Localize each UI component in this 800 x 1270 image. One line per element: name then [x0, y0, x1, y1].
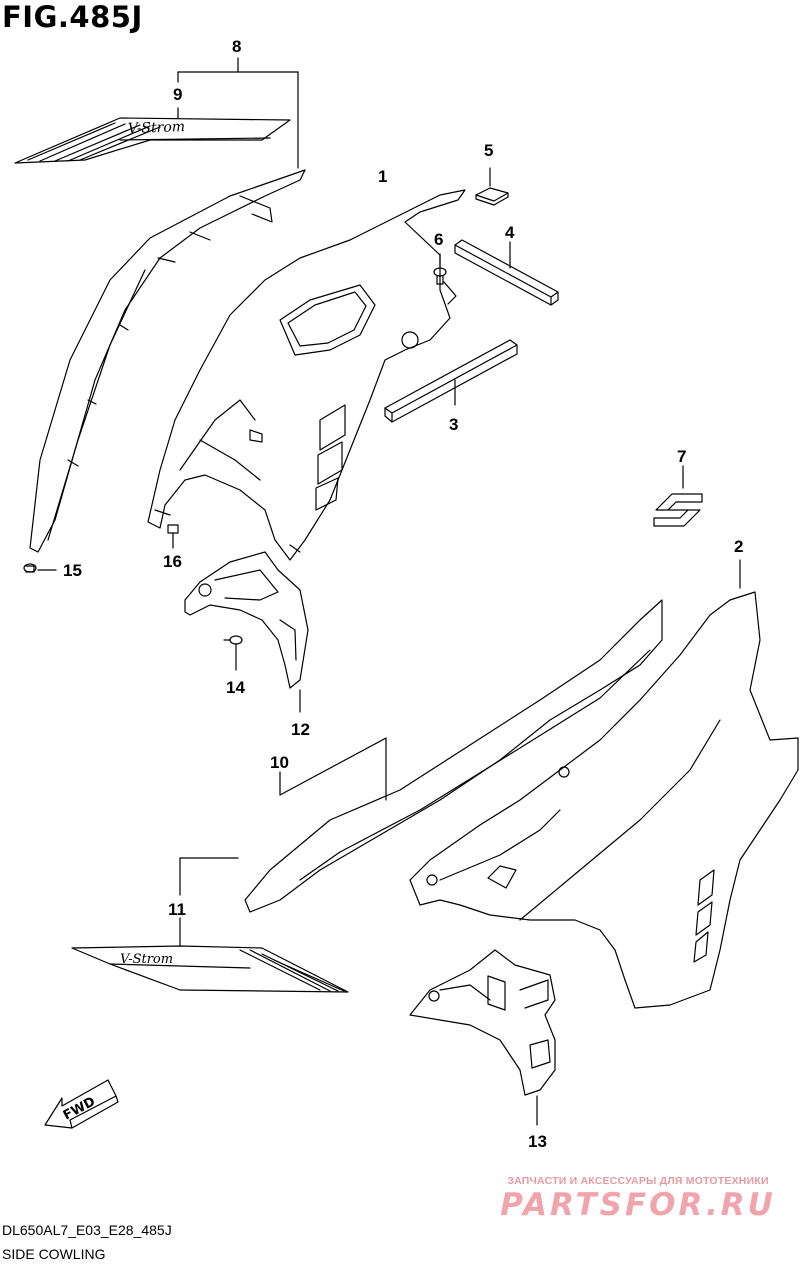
part-15-bolt [23, 563, 57, 573]
callout-4: 4 [505, 223, 515, 242]
callout-14: 14 [226, 678, 245, 697]
decal-text-upper: V-Strom [128, 119, 186, 137]
part-4-strip [454, 239, 559, 306]
part-11-decal-lower [71, 857, 349, 993]
part-9-decal-upper [14, 117, 291, 164]
watermark-brand: PARTSFOR.RU [500, 1187, 776, 1223]
part-6-screw [433, 253, 457, 305]
leader-8-9 [177, 57, 299, 169]
part-2-side-panel [409, 559, 799, 1009]
part-13-bracket [409, 949, 556, 1126]
fwd-arrow-icon [44, 1079, 119, 1129]
callout-11: 11 [168, 900, 186, 919]
callout-1: 1 [378, 167, 387, 186]
figure-caption: SIDE COWLING [2, 1246, 106, 1262]
watermark-tagline: ЗАПЧАСТИ И АКСЕССУАРЫ ДЛЯ МОТОТЕХНИКИ [507, 1175, 769, 1187]
part-16-clip [167, 524, 179, 549]
part-12-bracket [184, 551, 309, 713]
callout-16: 16 [163, 552, 182, 571]
part-3-strip [384, 339, 518, 423]
callout-2: 2 [734, 537, 743, 556]
part-10-lower-trim [244, 599, 663, 913]
part-5-pad [475, 167, 509, 206]
part-14-bolt [223, 635, 243, 671]
figure-code: DL650AL7_E03_E28_485J [2, 1222, 172, 1238]
decal-text-lower: V-Strom [120, 952, 173, 967]
part-7-emblem [653, 465, 703, 527]
figure-title: FIG.485J [2, 0, 143, 34]
callout-7: 7 [677, 447, 686, 466]
callout-13: 13 [528, 1132, 547, 1151]
callout-10: 10 [270, 753, 289, 772]
callout-6: 6 [434, 230, 443, 249]
callout-3: 3 [449, 415, 458, 434]
part-8-left-trim [29, 169, 306, 553]
callout-15: 15 [63, 561, 82, 580]
callout-9: 9 [173, 85, 182, 104]
watermark: ЗАПЧАСТИ И АКСЕССУАРЫ ДЛЯ МОТОТЕХНИКИ PA… [488, 1175, 788, 1223]
callout-12: 12 [291, 720, 310, 739]
callout-8: 8 [232, 37, 241, 56]
callout-5: 5 [484, 141, 493, 160]
part-1-inner-cowl [147, 189, 466, 561]
